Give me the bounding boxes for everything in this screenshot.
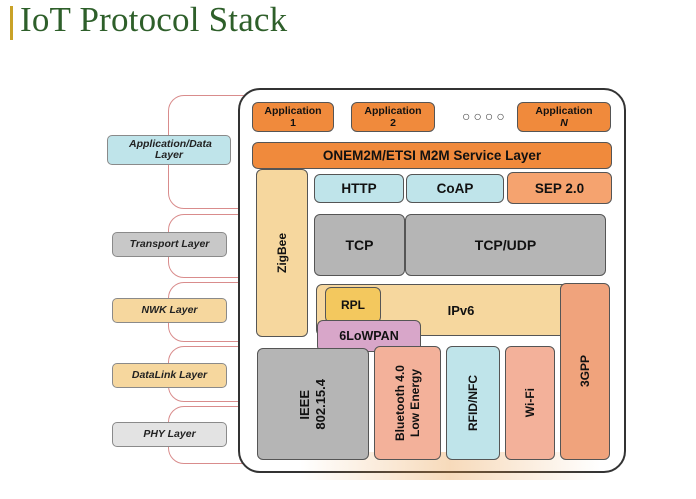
wifi-box: Wi-Fi <box>505 346 555 460</box>
rfid-nfc-label: RFID/NFC <box>466 375 480 431</box>
page-title: IoT Protocol Stack <box>20 0 288 39</box>
layer-label-application-text: Application/Data Layer <box>129 138 212 161</box>
layer-label-nwk-text: NWK Layer <box>141 304 198 316</box>
http-label: HTTP <box>341 181 377 196</box>
application-2-label: Application <box>364 105 422 117</box>
title-accent-bar <box>10 6 13 40</box>
3gpp-box: 3GPP <box>560 283 610 460</box>
tcp-udp-box: TCP/UDP <box>405 214 606 276</box>
coap-label: CoAP <box>436 181 474 196</box>
layer-label-phy-text: PHY Layer <box>143 428 196 440</box>
rpl-label: RPL <box>341 298 365 312</box>
application-1-box: Application 1 <box>252 102 334 132</box>
application-1-number: 1 <box>290 117 296 129</box>
service-layer-label: ONEM2M/ETSI M2M Service Layer <box>322 148 542 163</box>
rpl-box: RPL <box>325 287 381 323</box>
tcp-box: TCP <box>314 214 405 276</box>
tcp-udp-label: TCP/UDP <box>474 237 537 253</box>
wifi-label: Wi-Fi <box>523 388 537 418</box>
layer-label-datalink: DataLink Layer <box>112 363 227 388</box>
layer-label-datalink-text: DataLink Layer <box>131 369 208 381</box>
ipv6-label: IPv6 <box>447 302 475 318</box>
zigbee-box: ZigBee <box>256 169 308 337</box>
sep-box: SEP 2.0 <box>507 172 612 204</box>
ellipsis-dots: ○○○○ <box>462 108 508 124</box>
zigbee-label: ZigBee <box>275 232 289 273</box>
service-layer-box: ONEM2M/ETSI M2M Service Layer <box>252 142 612 169</box>
layer-label-transport-text: Transport Layer <box>129 238 210 250</box>
layer-label-nwk: NWK Layer <box>112 298 227 323</box>
bluetooth-label-line1: Bluetooth 4.0 <box>392 364 407 441</box>
layer-label-transport: Transport Layer <box>112 232 227 257</box>
application-n-number: N <box>560 117 568 129</box>
application-2-box: Application 2 <box>351 102 435 132</box>
ieee-label-line1: IEEE <box>297 389 312 419</box>
application-2-number: 2 <box>390 117 396 129</box>
tcp-label: TCP <box>345 237 374 253</box>
layer-label-application: Application/Data Layer <box>107 135 231 165</box>
application-1-label: Application <box>264 105 322 117</box>
3gpp-label: 3GPP <box>578 355 592 388</box>
coap-box: CoAP <box>406 174 504 203</box>
sep-label: SEP 2.0 <box>534 180 585 196</box>
application-n-box: Application N <box>517 102 611 132</box>
application-n-label: Application <box>535 105 593 117</box>
rfid-nfc-box: RFID/NFC <box>446 346 500 460</box>
6lowpan-label: 6LoWPAN <box>339 329 399 343</box>
layer-label-phy: PHY Layer <box>112 422 227 447</box>
ieee-label-line2: 802.15.4 <box>313 378 328 430</box>
http-box: HTTP <box>314 174 404 203</box>
bluetooth-label-line2: Low Energy <box>407 368 422 437</box>
